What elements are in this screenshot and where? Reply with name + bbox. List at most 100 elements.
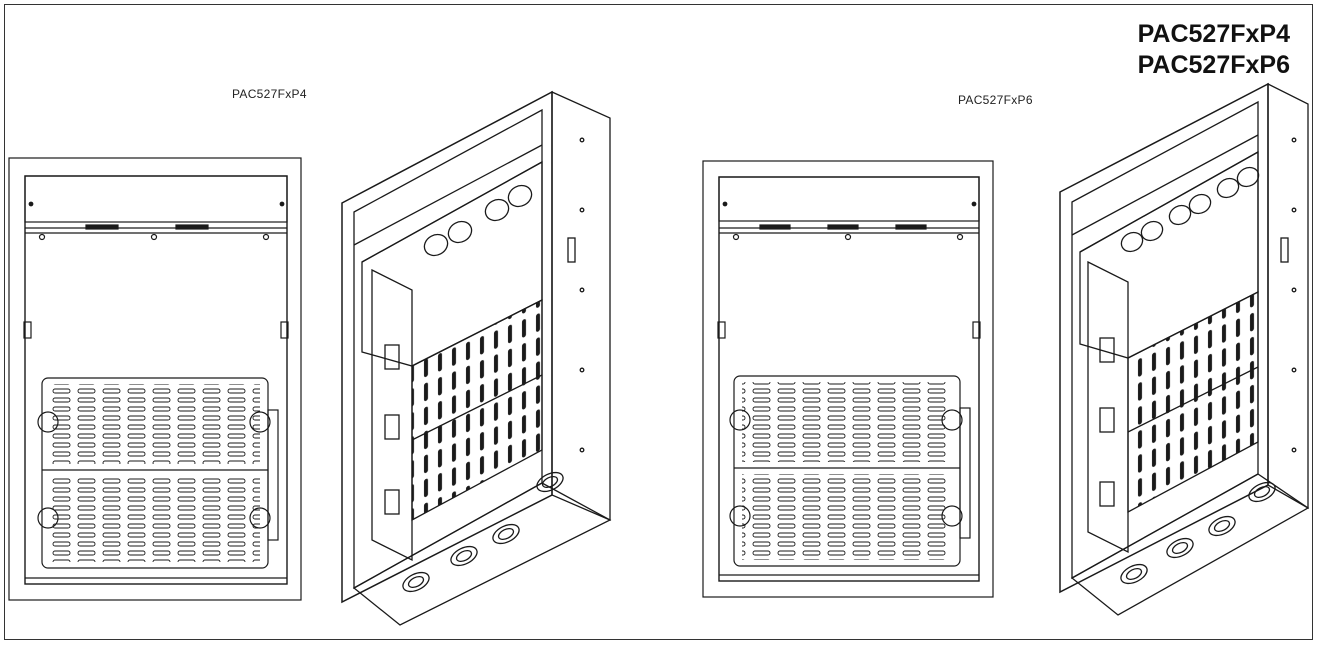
knockout	[249, 507, 271, 529]
screw	[732, 233, 740, 241]
knockout	[1120, 563, 1148, 585]
iso-vent-panel	[411, 298, 543, 522]
iso-view-p4	[341, 90, 612, 626]
knockout	[249, 411, 271, 433]
iso-clip	[1099, 407, 1115, 433]
title-model-p6: PAC527FxP6	[1137, 51, 1290, 79]
screw	[579, 287, 585, 293]
outlet	[1216, 177, 1240, 199]
iso-plate-seam	[411, 374, 543, 441]
iso-clip	[384, 344, 400, 370]
outlet	[423, 233, 449, 257]
label-p4: PAC527FxP4	[232, 87, 307, 101]
screw	[262, 233, 270, 241]
connector	[895, 224, 927, 230]
knockout	[455, 549, 473, 563]
screw	[579, 367, 585, 373]
knockout	[941, 409, 963, 431]
screw	[1291, 137, 1297, 143]
knockout	[450, 545, 478, 567]
iso-view-p6	[1059, 82, 1310, 616]
iso-bottom	[352, 482, 612, 626]
iso-outlets	[423, 184, 533, 257]
side-bracket	[267, 409, 279, 541]
front-view-p6	[702, 160, 994, 598]
outlet	[507, 184, 533, 208]
top-cover	[24, 175, 288, 223]
knockout	[1166, 537, 1194, 559]
knockout	[407, 575, 425, 589]
knockout	[941, 505, 963, 527]
screw	[722, 201, 728, 207]
top-cover	[718, 176, 980, 222]
title-model-p4: PAC527FxP4	[1137, 20, 1290, 48]
iso-outlets	[1120, 166, 1260, 253]
iso-bottom	[1070, 473, 1310, 616]
outlet	[1188, 193, 1212, 215]
knockout	[1248, 481, 1276, 503]
iso-knockouts	[402, 471, 564, 593]
connector	[85, 224, 119, 230]
knockout	[1125, 567, 1143, 581]
iso-vent-panel	[1127, 290, 1259, 514]
vent-slots-upper	[742, 382, 952, 462]
iso-clip	[1099, 481, 1115, 507]
knockout	[37, 507, 59, 529]
knockout	[492, 523, 520, 545]
knockout	[1171, 541, 1189, 555]
screw	[971, 201, 977, 207]
outer-flange	[8, 157, 302, 601]
knockout	[497, 527, 515, 541]
outlet	[1140, 220, 1164, 242]
knockout	[729, 505, 751, 527]
iso-cover-line	[353, 144, 543, 246]
iso-clip	[384, 489, 400, 515]
screw	[579, 137, 585, 143]
knockout	[729, 409, 751, 431]
screw	[150, 233, 158, 241]
screw	[1291, 207, 1297, 213]
iso-plate-seam	[1127, 366, 1259, 433]
knockout	[536, 471, 564, 493]
screw	[1291, 287, 1297, 293]
knockout	[402, 571, 430, 593]
side-clip	[717, 321, 726, 339]
iso-side-panel	[1267, 82, 1309, 510]
vent-slots-lower	[50, 476, 260, 562]
screw	[279, 201, 285, 207]
screw	[844, 233, 852, 241]
outlet	[1120, 231, 1144, 253]
iso-side-slot	[567, 237, 576, 263]
screw	[579, 207, 585, 213]
screw	[579, 447, 585, 453]
iso-cover-line	[1071, 134, 1259, 236]
outlet	[1236, 166, 1260, 188]
outer-flange	[702, 160, 994, 598]
side-bracket	[959, 407, 971, 539]
knockout	[1253, 485, 1271, 499]
iso-side-panel	[551, 90, 611, 521]
vent-slots-upper	[50, 384, 260, 464]
title-block: PAC527FxP4 PAC527FxP6	[1138, 19, 1290, 81]
outlet	[447, 220, 473, 244]
connector	[175, 224, 209, 230]
side-clip	[23, 321, 32, 339]
iso-left-wall	[1087, 260, 1129, 554]
outlet	[1168, 204, 1192, 226]
front-view-p4	[8, 157, 302, 601]
iso-clip	[384, 414, 400, 440]
connector	[759, 224, 791, 230]
screw	[28, 201, 34, 207]
screw	[1291, 447, 1297, 453]
connector	[827, 224, 859, 230]
outlet	[484, 198, 510, 222]
knockout	[1213, 519, 1231, 533]
side-clip	[972, 321, 981, 339]
knockout	[1208, 515, 1236, 537]
screw	[956, 233, 964, 241]
iso-knockouts	[1120, 481, 1276, 585]
side-clip	[280, 321, 289, 339]
vent-slots-lower	[742, 474, 952, 560]
iso-side-slot	[1280, 237, 1289, 263]
